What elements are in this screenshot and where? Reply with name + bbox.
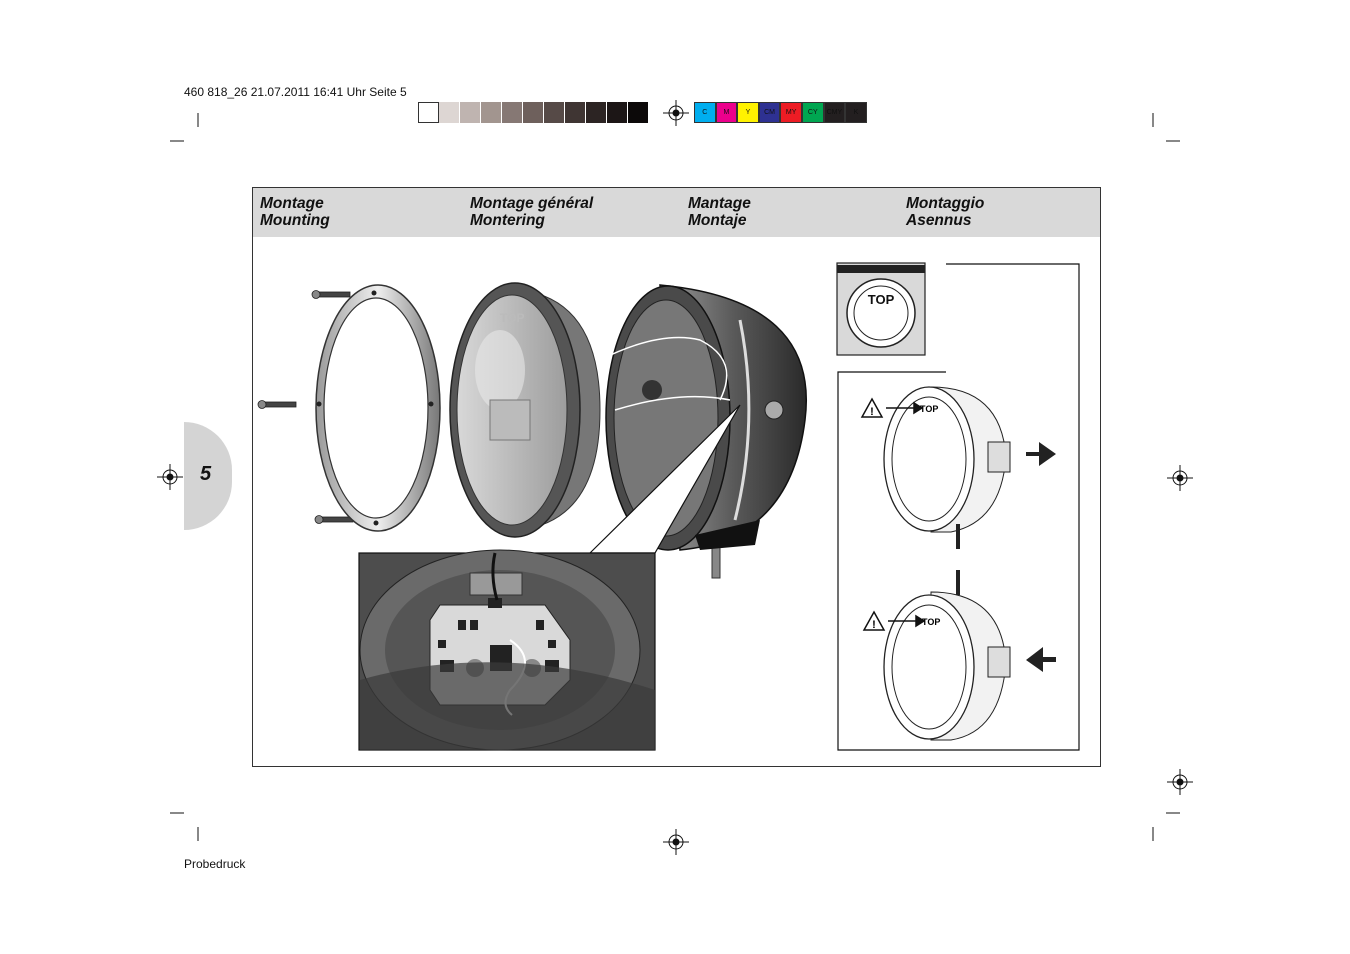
header-col-1: Montage Mounting bbox=[260, 195, 330, 229]
svg-text:!: ! bbox=[870, 406, 874, 418]
svg-text:TOP: TOP bbox=[500, 311, 524, 325]
color-swatch: Y bbox=[737, 102, 759, 123]
trim-ring bbox=[315, 284, 441, 532]
top-orientation-inset: TOP bbox=[836, 262, 926, 356]
color-swatch: M bbox=[715, 102, 738, 123]
color-swatch: K bbox=[845, 102, 867, 123]
gray-swatch bbox=[586, 102, 607, 123]
gray-swatch bbox=[439, 102, 460, 123]
header-title: Mantage bbox=[688, 195, 751, 212]
warning-icon: ! bbox=[862, 610, 886, 631]
svg-text:!: ! bbox=[872, 619, 876, 631]
grayscale-strip bbox=[418, 102, 649, 123]
page-number: 5 bbox=[200, 463, 212, 485]
lens-reflector-unit: TOP bbox=[449, 282, 601, 538]
lamp-step-2 bbox=[883, 570, 1056, 741]
gray-swatch bbox=[418, 102, 439, 123]
header-title: Montaje bbox=[688, 212, 747, 229]
registration-mark-right bbox=[1167, 465, 1193, 491]
top-label: TOP bbox=[922, 617, 940, 627]
gray-swatch bbox=[502, 102, 523, 123]
top-label: TOP bbox=[920, 404, 938, 414]
registration-mark-right-lower bbox=[1167, 769, 1193, 795]
header-title: Montage général bbox=[470, 195, 594, 212]
gray-swatch bbox=[607, 102, 628, 123]
gray-swatch bbox=[628, 102, 649, 123]
top-label: TOP bbox=[868, 292, 895, 307]
header-col-3: Mantage Montaje bbox=[688, 195, 751, 229]
gray-swatch bbox=[460, 102, 481, 123]
gray-swatch bbox=[523, 102, 544, 123]
color-swatch: C bbox=[694, 102, 716, 123]
registration-mark-top bbox=[663, 100, 689, 126]
color-swatch: CM bbox=[758, 102, 781, 123]
pcb-detail-inset bbox=[358, 549, 656, 751]
gray-swatch bbox=[565, 102, 586, 123]
gray-swatch bbox=[481, 102, 502, 123]
lamp-step-1 bbox=[883, 386, 1056, 549]
header-title: Montage bbox=[260, 195, 324, 212]
gray-swatch bbox=[544, 102, 565, 123]
warning-icon: ! bbox=[860, 397, 884, 418]
language-header: Montage Mounting Montage général Monteri… bbox=[253, 188, 1100, 237]
header-title: Asennus bbox=[906, 212, 972, 229]
header-title: Mounting bbox=[260, 212, 330, 229]
header-col-4: Montaggio Asennus bbox=[906, 195, 984, 229]
header-title: Montaggio bbox=[906, 195, 985, 212]
color-swatch: CMY bbox=[823, 102, 846, 123]
proof-note: Probedruck bbox=[184, 857, 246, 871]
print-slug: 460 818_26 21.07.2011 16:41 Uhr Seite 5 bbox=[184, 85, 407, 99]
color-swatch: CY bbox=[801, 102, 824, 123]
header-title: Montering bbox=[470, 212, 545, 229]
installation-steps-panel: ! TOP ! TOP bbox=[837, 263, 1080, 751]
registration-mark-bottom bbox=[663, 829, 689, 855]
header-col-2: Montage général Montering bbox=[470, 195, 593, 229]
registration-mark-left bbox=[157, 464, 183, 490]
color-swatch: MY bbox=[780, 102, 802, 123]
